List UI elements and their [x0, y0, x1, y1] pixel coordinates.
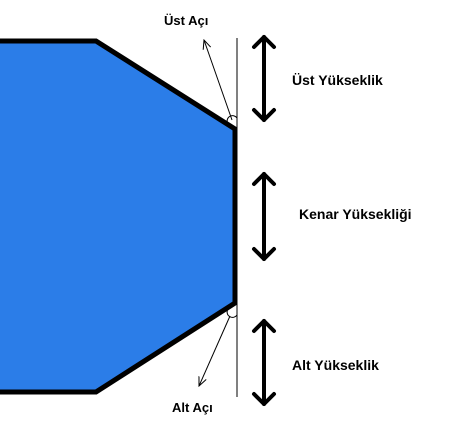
top-angle-arrow: [204, 40, 233, 121]
profile-shape: [0, 38, 238, 395]
bottom-angle-label: Alt Açı: [172, 400, 213, 415]
top-height-label: Üst Yükseklik: [292, 72, 383, 88]
bottom-height-arrow: [252, 319, 276, 406]
bottom-height-label: Alt Yükseklik: [292, 357, 379, 373]
edge-height-arrow: [252, 172, 276, 261]
top-angle-arc: [226, 115, 238, 125]
top-height-arrow: [252, 35, 276, 122]
bottom-angle-arc: [226, 308, 238, 318]
edge-height-label: Kenar Yüksekliği: [299, 206, 412, 222]
top-angle-label: Üst Açı: [164, 13, 208, 28]
bottom-angle-arrow: [199, 315, 231, 386]
